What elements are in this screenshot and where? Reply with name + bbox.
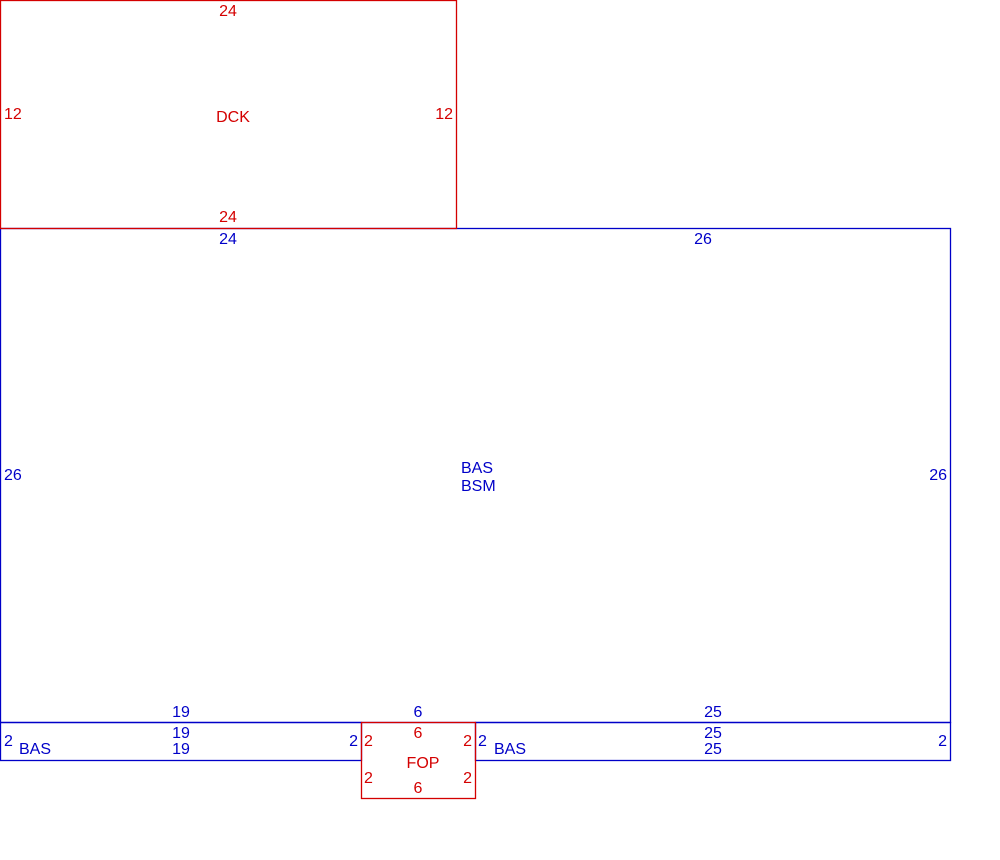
deck-dim-bottom: 24 (219, 209, 237, 226)
right-strip-labels: 25 25 25 2 BAS 2 (478, 704, 947, 758)
porch-dim-right-upper: 2 (463, 733, 472, 750)
porch-dim-top-outer: 6 (414, 704, 423, 721)
deck-labels: 24 12 DCK 12 24 (4, 3, 453, 226)
right-strip-dim-top-outer: 25 (704, 704, 722, 721)
left-strip-dim-left: 2 (4, 733, 13, 750)
left-strip-dim-top-inner: 19 (172, 725, 190, 742)
porch-code: FOP (407, 755, 440, 772)
porch-outline (360, 721, 477, 800)
right-strip-dim-right: 2 (938, 733, 947, 750)
main-code-2: BSM (461, 478, 496, 495)
deck-dim-right: 12 (435, 106, 453, 123)
right-strip-dim-top-inner: 25 (704, 725, 722, 742)
main-labels: 24 26 26 26 BAS BSM (4, 231, 947, 495)
left-strip-dim-bottom: 19 (172, 741, 190, 758)
right-strip-dim-left: 2 (478, 733, 487, 750)
main-dim-top-right: 26 (694, 231, 712, 248)
left-strip-code: BAS (19, 741, 51, 758)
left-strip-dim-top-outer: 19 (172, 704, 190, 721)
porch-dim-right-lower: 2 (463, 770, 472, 787)
left-strip-labels: 19 19 19 2 BAS 2 (4, 704, 358, 758)
right-strip-code: BAS (494, 741, 526, 758)
porch-dim-left-upper: 2 (364, 733, 373, 750)
porch-labels: 6 6 2 2 FOP 2 2 6 (364, 704, 472, 797)
deck-dim-left: 12 (4, 106, 22, 123)
main-dim-left: 26 (4, 467, 22, 484)
main-code-1: BAS (461, 460, 493, 477)
deck-code: DCK (216, 109, 250, 126)
deck-outline (0, 0, 458, 230)
porch-dim-bottom: 6 (414, 780, 423, 797)
outlines (0, 0, 952, 800)
right-strip-dim-bottom: 25 (704, 741, 722, 758)
main-dim-right: 26 (929, 467, 947, 484)
deck-dim-top: 24 (219, 3, 237, 20)
porch-dim-top-inner: 6 (414, 725, 423, 742)
porch-dim-left-lower: 2 (364, 770, 373, 787)
main-dim-top-left: 24 (219, 231, 237, 248)
left-strip-dim-right: 2 (349, 733, 358, 750)
